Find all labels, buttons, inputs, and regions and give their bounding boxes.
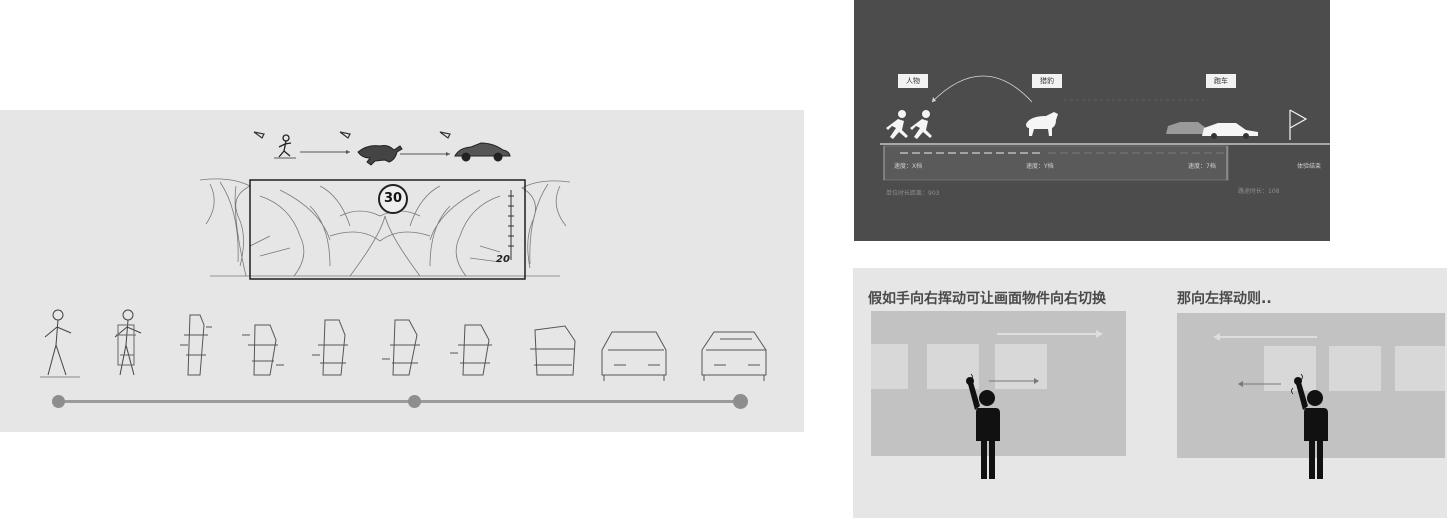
- speedometer-scale: [508, 190, 514, 260]
- runners-icon: [886, 110, 932, 139]
- waving-person-icon: [966, 377, 1000, 479]
- footer-left: 单位时长距离：903: [886, 190, 940, 197]
- car-sketch-icon: [454, 142, 511, 162]
- leopard-sketch-icon: [357, 145, 403, 166]
- forest-road-sketch: [200, 178, 570, 280]
- title-left-swipe: 那向左挥动则..: [1177, 291, 1272, 307]
- timeline-end-handle[interactable]: [733, 394, 748, 409]
- segment-speed-2: 速度：Y档: [1026, 163, 1054, 170]
- gesture-panel: 假如手向右挥动可让画面物件向右切换 那向左挥动则..: [853, 268, 1447, 518]
- screen-block: [1329, 346, 1381, 391]
- timeline-track: [58, 400, 742, 403]
- timeline-start-handle[interactable]: [52, 395, 65, 408]
- segment-speed-3: 速度：7档: [1188, 163, 1216, 170]
- label-person: 人物: [898, 74, 928, 88]
- label-car: 跑车: [1206, 74, 1236, 88]
- runner-sketch-icon: [40, 309, 80, 378]
- sequence-sketch: [253, 131, 511, 166]
- leopard-icon: [1026, 112, 1058, 136]
- race-track-graphic: [880, 75, 1330, 181]
- transformation-frames: [40, 309, 767, 381]
- title-right-swipe: 假如手向右挥动可让画面物件向右切换: [868, 291, 1106, 307]
- speed-readout: 20: [496, 254, 510, 265]
- footer-right: 路途时长：108: [1238, 188, 1280, 195]
- label-leopard: 猎豹: [1032, 74, 1062, 88]
- car-sketch-icon: [601, 331, 767, 381]
- speed-badge: 30: [378, 184, 408, 214]
- waving-person-icon: [1294, 377, 1328, 479]
- camera-icon: [253, 131, 451, 139]
- gesture-graphics: [966, 330, 1328, 479]
- storyboard-panel: 30 20: [0, 110, 804, 432]
- segment-speed-1: 速度：X档: [894, 163, 923, 170]
- finish-flag-icon: [1289, 109, 1308, 140]
- car-icon: [1166, 122, 1258, 139]
- screen-block: [871, 344, 908, 389]
- morph-sketch-icon: [180, 314, 576, 376]
- runner-sketch-icon: [274, 134, 296, 159]
- runner-transform-sketch-icon: [114, 309, 142, 376]
- timeline-mid-handle[interactable]: [408, 395, 421, 408]
- race-diagram-panel: 人物 猎豹 跑车: [854, 0, 1330, 241]
- end-label: 体验结束: [1297, 163, 1322, 170]
- screen-block: [1395, 346, 1445, 391]
